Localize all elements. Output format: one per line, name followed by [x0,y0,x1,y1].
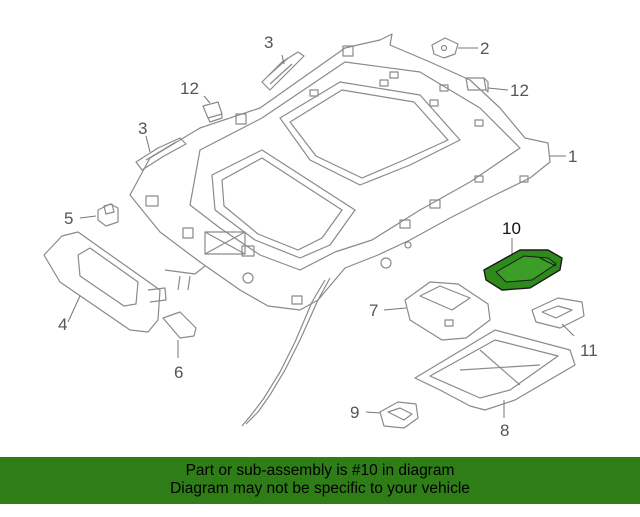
banner-line-1: Part or sub-assembly is #10 in diagram [185,462,455,479]
bracket-part-2[interactable] [431,37,459,59]
lamp-bracket-part-9[interactable] [379,401,419,429]
callout-labels: 1 2 3 3 4 5 6 7 8 9 10 11 12 12 [58,33,598,440]
cover-part-6[interactable] [162,311,197,339]
info-banner: Part or sub-assembly is #10 in diagram D… [0,457,640,504]
clip-part-12-left[interactable] [202,101,223,123]
leader-lines [67,47,575,418]
callout-5: 5 [64,209,73,228]
callout-4: 4 [58,315,67,334]
bracket-part-11[interactable] [531,297,585,329]
grab-handle-part-3-lower[interactable] [135,137,187,171]
callout-6: 6 [174,363,183,382]
callout-12-left: 12 [180,79,199,98]
retainer-part-5[interactable] [97,203,119,227]
grab-handle-part-3-upper[interactable] [261,51,305,91]
map-lamp-part-10-highlighted[interactable] [483,249,563,291]
callout-1: 1 [568,147,577,166]
callout-8: 8 [500,421,509,440]
callout-3-lower: 3 [138,119,147,138]
callout-2: 2 [480,39,489,58]
headliner-part-1[interactable] [129,33,551,427]
callout-10: 10 [502,219,521,238]
bracket-frame-part-8[interactable] [414,329,576,411]
callout-12-right: 12 [510,81,529,100]
sun-visor-part-4[interactable] [43,231,167,333]
clip-part-12-right[interactable] [465,77,489,93]
banner-line-2: Diagram may not be specific to your vehi… [170,480,470,497]
callout-9: 9 [350,403,359,422]
callout-11: 11 [580,341,598,360]
overhead-console-part-7[interactable] [404,281,491,341]
callout-7: 7 [369,301,378,320]
callout-3-upper: 3 [264,33,273,52]
